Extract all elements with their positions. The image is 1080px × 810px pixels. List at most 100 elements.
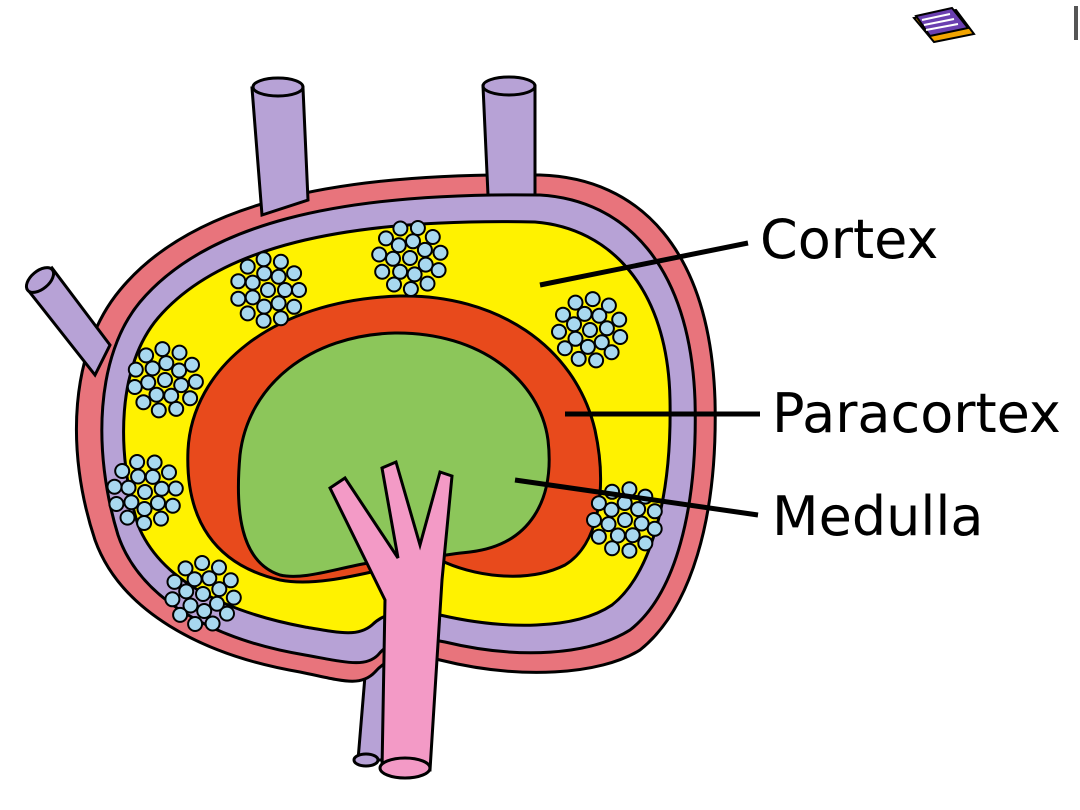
- follicle-cell: [173, 377, 190, 394]
- follicle-cell: [167, 480, 184, 497]
- follicle-cell: [590, 495, 607, 512]
- follicle-cell: [187, 373, 204, 390]
- follicle-cell: [584, 291, 601, 308]
- follicle-cell: [374, 263, 391, 280]
- follicle-cell: [194, 555, 211, 571]
- follicle-cell: [158, 355, 175, 372]
- follicle-cell: [230, 273, 247, 290]
- follicle-cell: [600, 297, 617, 314]
- follicle-cell: [424, 229, 441, 245]
- follicle-cell: [182, 597, 199, 614]
- follicle-cell: [272, 253, 289, 270]
- follicle-cell: [588, 352, 605, 369]
- follicle-cluster: [126, 341, 204, 419]
- follicle-cell: [277, 282, 293, 298]
- follicle-cell: [555, 306, 571, 323]
- follicle-cell: [386, 276, 402, 293]
- follicle-cell: [178, 583, 195, 600]
- follicle-cell: [204, 615, 221, 632]
- follicle-cell: [286, 265, 303, 282]
- follicle-cell: [633, 515, 650, 532]
- artery: [328, 459, 454, 772]
- follicle-cell: [600, 516, 617, 533]
- follicle-cell: [161, 464, 177, 481]
- follicle-cell: [270, 295, 287, 312]
- follicle-cell: [239, 305, 256, 322]
- follicle-cell: [150, 402, 167, 419]
- follicle-cell: [255, 312, 272, 329]
- medulla-leader-line: [514, 477, 759, 518]
- follicle-cell: [123, 494, 140, 511]
- follicle-cell: [230, 290, 247, 307]
- follicle-cell: [108, 496, 125, 512]
- follicle-cell: [270, 268, 287, 285]
- follicle-clusters: [106, 220, 663, 632]
- follicle-cell: [146, 454, 163, 471]
- follicle-cell: [570, 350, 587, 367]
- follicle-cell: [286, 298, 303, 315]
- follicle-cell: [140, 374, 157, 391]
- follicle-cell: [611, 311, 628, 328]
- follicle-cell: [402, 281, 419, 297]
- follicle-cell: [630, 501, 647, 518]
- follicle-cell: [419, 275, 436, 292]
- follicle-cell: [130, 468, 147, 485]
- follicle-cell: [153, 480, 170, 497]
- follicle-cell: [154, 341, 171, 358]
- follicle-cell: [127, 361, 144, 378]
- medulla-label: Medulla: [772, 485, 983, 548]
- follicle-cell: [150, 495, 166, 511]
- follicle-cell: [590, 528, 607, 545]
- follicle-cell: [219, 605, 235, 622]
- follicle-cell: [153, 510, 169, 527]
- follicle-cell: [392, 220, 409, 237]
- follicle-cell: [106, 478, 123, 495]
- follicle-cell: [177, 560, 194, 577]
- afferent-vessel-left: [250, 86, 310, 218]
- follicle-cell: [209, 595, 225, 612]
- cortex-leader-line: [539, 240, 749, 288]
- follicle-cell: [201, 570, 218, 587]
- follicle-cell: [211, 559, 227, 576]
- follicle-cell: [166, 573, 183, 590]
- follicle-cell: [256, 265, 273, 282]
- follicle-cell: [646, 520, 663, 537]
- follicle-cell: [406, 266, 423, 283]
- follicle-cell: [432, 244, 449, 261]
- follicle-cell: [416, 241, 433, 258]
- follicle-cell: [172, 606, 189, 623]
- follicle-cell: [612, 329, 629, 345]
- follicle-cell: [157, 372, 173, 388]
- follicle-cell: [603, 344, 620, 361]
- follicle-cell: [567, 294, 584, 311]
- follicle-cell: [114, 463, 131, 479]
- book-icon[interactable]: [912, 6, 976, 44]
- follicle-cell: [579, 338, 596, 355]
- follicle-cell: [556, 340, 573, 357]
- follicle-cell: [291, 282, 307, 298]
- follicle-cell: [187, 616, 204, 632]
- follicle-cell: [385, 250, 401, 267]
- follicle-cell: [225, 589, 242, 606]
- follicle-cell: [390, 237, 407, 254]
- follicle-cell: [137, 484, 153, 500]
- follicle-cell: [392, 263, 409, 280]
- follicle-cell: [586, 512, 602, 528]
- follicle-cell: [621, 542, 638, 559]
- follicle-cluster: [586, 481, 663, 559]
- follicle-cell: [637, 535, 654, 552]
- follicle-cell: [119, 509, 136, 526]
- follicle-cell: [195, 586, 211, 602]
- follicle-cell: [566, 316, 582, 333]
- follicle-cell: [551, 323, 567, 340]
- follicle-cell: [182, 390, 199, 407]
- cortex-label: Cortex: [760, 208, 938, 271]
- follicle-cluster: [164, 555, 242, 632]
- paracortex-label: Paracortex: [772, 382, 1061, 445]
- follicle-cell: [598, 320, 615, 337]
- follicle-cell: [593, 334, 610, 351]
- follicle-cell: [164, 497, 181, 514]
- follicle-cell: [646, 503, 663, 520]
- follicle-cell: [260, 282, 276, 298]
